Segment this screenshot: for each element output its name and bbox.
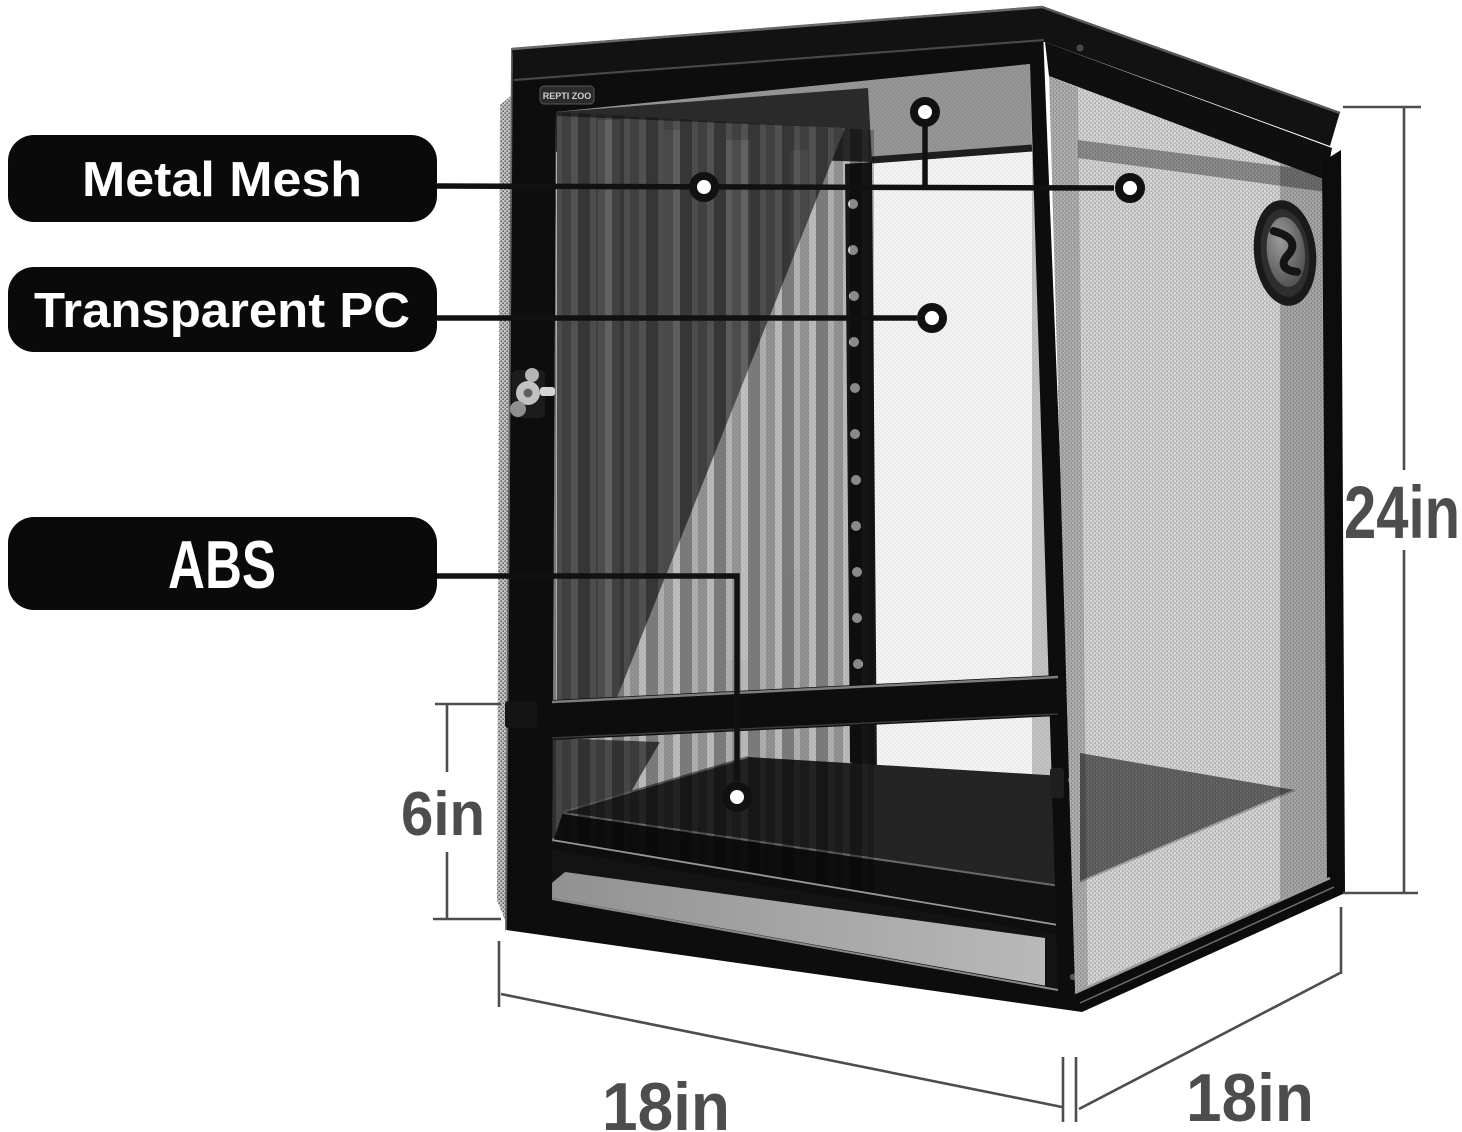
dim-lower-panel — [433, 702, 501, 921]
front-frame — [506, 6, 1082, 1012]
dim-lower-panel-text: 6in — [401, 780, 485, 849]
callouts: Metal Mesh Transparent PC ABS — [8, 97, 1145, 812]
terrarium-illustration: REPTI ZOO — [497, 5, 1345, 1012]
right-bottom-rail — [1075, 878, 1345, 1012]
dim-height — [1343, 105, 1421, 895]
brand-text: REPTI ZOO — [543, 91, 592, 101]
dimension-texts: 24in 6in 18in 18in — [401, 471, 1460, 1132]
right-top-rail — [1045, 42, 1332, 180]
dim-height-text: 24in — [1344, 471, 1460, 554]
corner-bracket — [505, 701, 537, 728]
abs-label: ABS — [8, 517, 437, 610]
metal-mesh-label-text: Metal Mesh — [82, 153, 362, 207]
abs-line — [437, 573, 740, 781]
divider-rail — [552, 675, 1058, 740]
transparent-pc-label-text: Transparent PC — [34, 284, 410, 338]
dim-depth — [1074, 907, 1343, 1122]
metal-mesh-label: Metal Mesh — [8, 135, 437, 222]
metal-mesh-dot-top — [910, 97, 940, 127]
metal-mesh-line — [436, 183, 1115, 191]
latch-keeper — [1050, 768, 1064, 798]
screw — [1076, 44, 1084, 52]
metal-mesh-dot-front — [689, 172, 719, 202]
door-latch — [510, 368, 555, 418]
dimension-annotations — [433, 105, 1421, 1122]
right-side-face — [1045, 42, 1345, 1012]
transparent-pc-label: Transparent PC — [8, 267, 437, 352]
transparent-pc-dot — [917, 303, 947, 333]
metal-mesh-dot-right — [1115, 173, 1145, 203]
abs-label-text: ABS — [168, 527, 276, 603]
back-corner-post — [1322, 150, 1345, 893]
cable-port — [1253, 200, 1317, 306]
window-top-rail — [551, 840, 1059, 935]
dim-width — [497, 941, 1065, 1122]
dim-depth-text: 18in — [1186, 1060, 1314, 1132]
dim-width-text: 18in — [602, 1069, 730, 1132]
abs-dot — [722, 782, 752, 812]
brand-plate — [539, 85, 595, 105]
top-cap — [512, 6, 1340, 146]
